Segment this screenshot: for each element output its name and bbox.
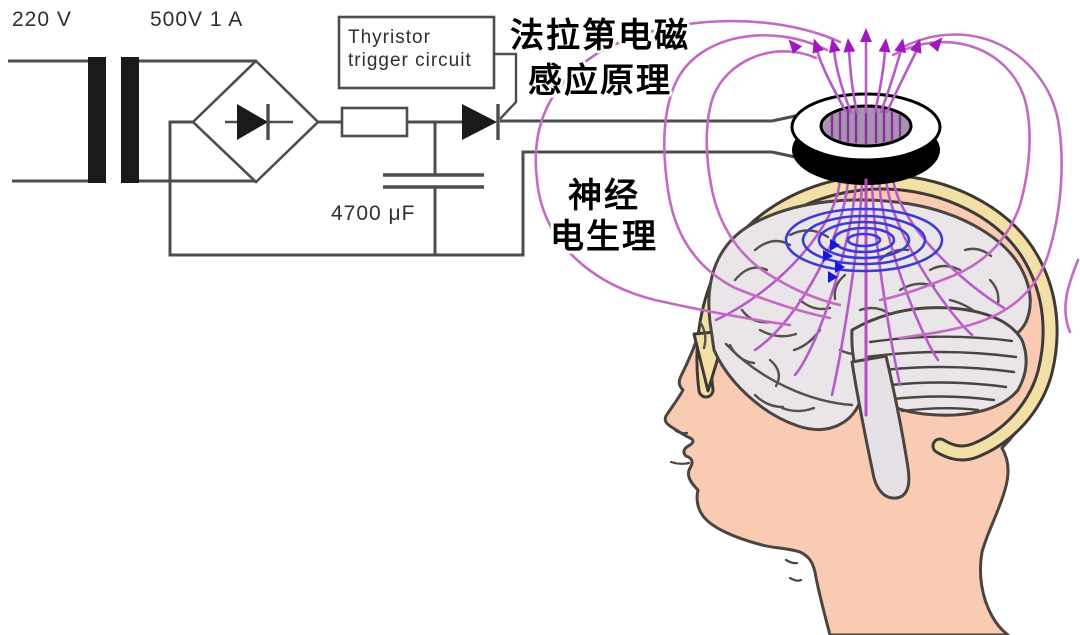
transformer-icon: [88, 57, 139, 183]
bridge-rectifier-icon: [191, 59, 320, 184]
brain-sulci: [698, 229, 1000, 413]
neurophysiology-label-line1: 神经: [568, 176, 640, 216]
capacitor-icon: [383, 122, 484, 255]
thyristor-gate-wire: [493, 52, 518, 120]
resistor-icon: [340, 106, 409, 138]
trigger-box-label-line1: Thyristor: [348, 27, 431, 48]
faraday-principle-label-line2: 感应原理: [528, 61, 672, 101]
primary-voltage-label: 220 V: [12, 8, 72, 31]
head-profile: [663, 173, 1059, 635]
stimulation-coil: [790, 92, 942, 185]
faraday-principle-label-line1: 法拉第电磁: [510, 16, 690, 56]
field-arrowheads: [788, 28, 943, 54]
brain: [707, 198, 1032, 431]
trigger-box: [337, 15, 496, 90]
secondary-rating-label: 500V 1 A: [150, 8, 244, 31]
trigger-box-label-line2: trigger circuit: [348, 50, 472, 71]
induced-current-loops: [784, 207, 944, 273]
capacitor-value-label: 4700 μF: [331, 202, 416, 225]
field-loops: [534, 19, 1080, 340]
coil-hole-flux-lines: [830, 108, 902, 144]
thyristor-icon: [462, 52, 518, 140]
face-details: [669, 429, 803, 582]
neurophysiology-label-line2: 电生理: [550, 217, 658, 257]
primary-wires: [8, 59, 88, 183]
pulse-circuit: [8, 15, 824, 257]
bottom-rail: [168, 120, 772, 257]
field-lines-above-coil: [815, 38, 919, 114]
secondary-wires: [139, 59, 256, 183]
induced-current-arrows: [823, 239, 845, 283]
